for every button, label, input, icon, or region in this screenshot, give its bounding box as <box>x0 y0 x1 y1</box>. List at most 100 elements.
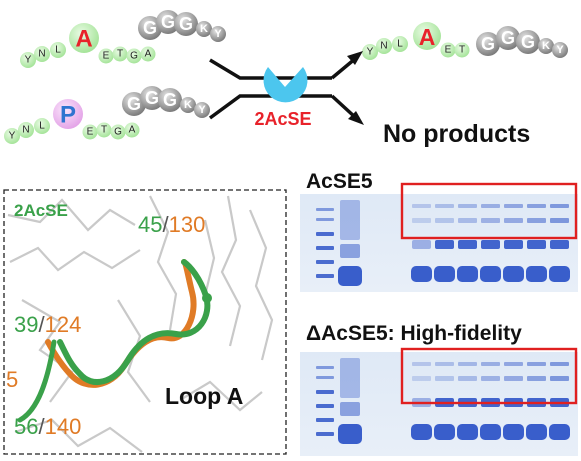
reaction-arrows <box>208 51 364 125</box>
product-band-upper <box>481 204 500 208</box>
enzyme-icon <box>263 67 308 103</box>
residue-letter: E <box>103 51 110 62</box>
substrate-band <box>549 266 570 282</box>
residue-bead <box>20 52 36 68</box>
residue-bead <box>34 118 50 134</box>
residue-bead <box>96 122 112 138</box>
residue-45-130: 45/130 <box>138 212 205 237</box>
gel-deltaacse5-highlight-box <box>400 347 578 405</box>
substrate-band <box>457 424 478 440</box>
product-band-lower <box>504 218 523 223</box>
gly-letter: G <box>161 12 175 32</box>
product-band-lower <box>458 376 477 381</box>
marker-band <box>316 404 334 408</box>
marker-band <box>316 274 334 278</box>
gel-acse5-highlight-box <box>400 182 578 240</box>
green-tail-trace <box>17 339 57 423</box>
residue-letter: L <box>397 39 403 50</box>
tail-bead <box>194 102 210 118</box>
residue-bead <box>362 44 378 60</box>
substrate-band <box>411 266 432 282</box>
residue-letter: L <box>39 121 45 132</box>
residue-bead <box>124 122 140 138</box>
residue-bead <box>34 46 50 62</box>
product-band-lower <box>412 376 431 381</box>
product-band-lower <box>504 376 523 381</box>
product-band-lower <box>458 218 477 223</box>
residue-bead <box>440 42 456 58</box>
product-band-upper <box>504 204 523 208</box>
gel-deltaacse5-title: ΔAcSE5: High-fidelity <box>306 322 522 345</box>
loop-label: Loop A <box>165 383 243 409</box>
product-band-lower <box>435 218 454 223</box>
substrate-band <box>503 266 524 282</box>
gel-acse5-title: AcSE5 <box>306 170 373 193</box>
enzyme-label: 2AcSE <box>254 109 311 129</box>
product-band-upper <box>527 362 546 366</box>
residue-letter: T <box>101 125 107 136</box>
enzyme-band <box>458 240 477 249</box>
gel-deltaacse5: ΔAcSE5: High-fidelity <box>300 322 578 456</box>
residue-bead <box>98 48 114 64</box>
residue-letter: E <box>445 45 452 56</box>
residue-letter: N <box>22 125 29 136</box>
residue-letter: G <box>114 127 122 138</box>
key-residue-letter: A <box>419 24 436 50</box>
tail-letter: Y <box>556 44 564 56</box>
product-band-lower <box>550 218 569 223</box>
marker-band <box>316 432 334 436</box>
marker-band <box>316 418 334 422</box>
substrate-band <box>434 266 455 282</box>
residue-bead <box>392 36 408 52</box>
enzyme-band <box>435 240 454 249</box>
product-band-upper <box>458 362 477 366</box>
lysate-main-band <box>338 266 362 286</box>
product-band-lower <box>527 376 546 381</box>
gel-deltaacse5-bands <box>316 358 570 444</box>
gel-acse5-bands <box>316 200 570 286</box>
product-band-upper <box>412 204 431 208</box>
tail-bead <box>552 42 568 58</box>
lysate-main-band <box>338 424 362 444</box>
product-band-upper <box>527 204 546 208</box>
residue-letter: E <box>87 127 94 138</box>
residue-bead <box>4 128 20 144</box>
product-band-upper <box>550 204 569 208</box>
residue-bead <box>110 124 126 140</box>
tail-bead <box>538 38 554 54</box>
gly-bead <box>156 10 180 34</box>
enzyme-band <box>481 240 500 249</box>
residue-letter: Y <box>367 47 374 58</box>
bottom-out-arrow-line <box>330 94 358 120</box>
key-residue-bead <box>413 22 441 50</box>
enzyme-band <box>527 240 546 249</box>
substrate-band <box>503 424 524 440</box>
tail-letter: K <box>184 99 192 111</box>
tail-letter: K <box>200 23 208 35</box>
residue-56-140: 56/140 <box>14 414 81 439</box>
product-band-upper <box>550 362 569 366</box>
enzyme-band <box>504 240 523 249</box>
product-band-upper <box>435 362 454 366</box>
gel-acse5: AcSE5 <box>300 170 578 292</box>
residue-letter: G <box>130 51 138 62</box>
gly-letter: G <box>501 28 515 48</box>
residue-bead <box>126 48 142 64</box>
substrate-band <box>480 424 501 440</box>
product-band-upper <box>481 362 500 366</box>
residue-bead <box>454 42 470 58</box>
substrate-band <box>411 424 432 440</box>
marker-band <box>316 376 334 379</box>
tail-letter: Y <box>198 104 206 116</box>
lysate-band <box>340 402 360 416</box>
residue-letter: Y <box>25 55 32 66</box>
loop-terminus-marker <box>202 293 212 303</box>
background-backbone-traces <box>7 195 274 453</box>
gly-bead <box>496 26 520 50</box>
residue-bead <box>18 122 34 138</box>
product-band-upper <box>435 204 454 208</box>
product-band-upper <box>412 362 431 366</box>
bottom-arrow-head <box>348 111 364 125</box>
